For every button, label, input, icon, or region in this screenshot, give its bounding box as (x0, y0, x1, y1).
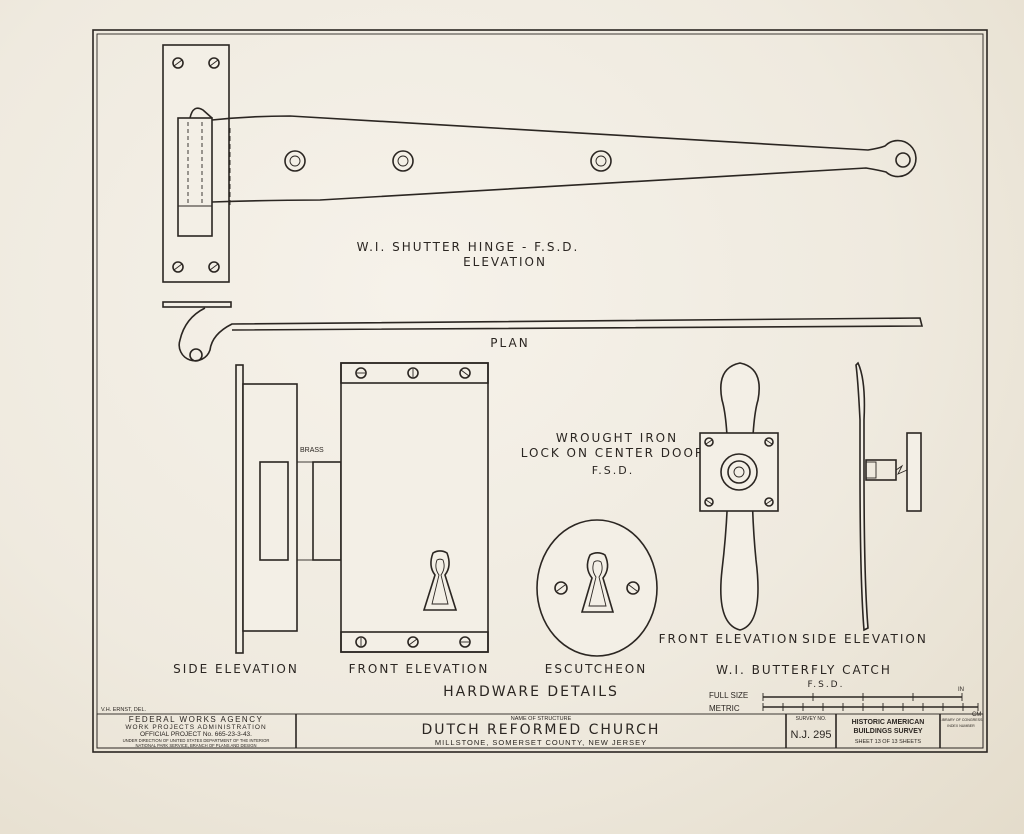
lock-front-elevation (340, 362, 489, 653)
scale-bar: FULL SIZE METRIC IN CM (709, 687, 981, 718)
butterfly-catch-front (699, 362, 779, 631)
structure-name-label: NAME OF STRUCTURE (511, 716, 572, 722)
lock-title-line3: F.S.D. (592, 464, 635, 477)
title-block (96, 713, 984, 749)
delineator: V.H. ERNST, DEL. (101, 707, 147, 713)
lock-side-elevation-label: SIDE ELEVATION (173, 662, 299, 676)
metric-label: METRIC (709, 704, 740, 713)
agency-line5: NATIONAL PARK SERVICE, BRANCH OF PLANS A… (135, 743, 256, 748)
lock-side-elevation (235, 364, 342, 654)
hinge-title: W.I. SHUTTER HINGE - F.S.D. (357, 240, 580, 254)
habs-line1: HISTORIC AMERICAN (852, 719, 925, 726)
survey-number: N.J. 295 (791, 729, 832, 741)
catch-front-elevation-label: FRONT ELEVATION (659, 632, 800, 646)
escutcheon-drawing (536, 519, 658, 657)
butterfly-catch-title: W.I. BUTTERFLY CATCH (716, 663, 892, 677)
structure-name: DUTCH REFORMED CHURCH (422, 722, 661, 738)
butterfly-catch-fsd: F.S.D. (808, 680, 845, 690)
agency-line2: WORK PROJECTS ADMINISTRATION (125, 724, 266, 731)
catch-side-elevation-label: SIDE ELEVATION (802, 632, 928, 646)
shutter-hinge-plan (162, 301, 924, 362)
butterfly-catch-side (855, 361, 922, 632)
plan-label: PLAN (490, 336, 529, 350)
library-of-congress-label: LIBRARY OF CONGRESS (940, 718, 983, 722)
lock-title-line2: LOCK ON CENTER DOOR (521, 446, 705, 460)
scale-in-label: IN (958, 687, 964, 693)
shutter-hinge-elevation (162, 44, 917, 283)
structure-location: MILLSTONE, SOMERSET COUNTY, NEW JERSEY (435, 738, 647, 747)
hardware-details-title: HARDWARE DETAILS (443, 684, 619, 700)
agency-line3: OFFICIAL PROJECT No. 665-23-3-43. (140, 731, 252, 738)
survey-number-label: SURVEY NO. (796, 716, 827, 722)
lock-title-line1: WROUGHT IRON (556, 431, 678, 445)
outer-border (92, 29, 988, 753)
escutcheon-label: ESCUTCHEON (545, 662, 647, 676)
scale-cm-label: CM (972, 712, 981, 718)
lock-front-elevation-label: FRONT ELEVATION (349, 662, 490, 676)
index-number-label: INDEX NUMBER (947, 724, 975, 728)
habs-line2: BUILDINGS SURVEY (853, 728, 922, 735)
hinge-elevation-label: ELEVATION (463, 255, 547, 269)
sheet-number: SHEET 13 OF 13 SHEETS (855, 739, 922, 745)
brass-label: BRASS (300, 447, 324, 454)
full-size-label: FULL SIZE (709, 691, 748, 700)
agency-line1: FEDERAL WORKS AGENCY (129, 715, 264, 724)
agency-line4: UNDER DIRECTION OF UNITED STATES DEPARTM… (123, 738, 270, 743)
